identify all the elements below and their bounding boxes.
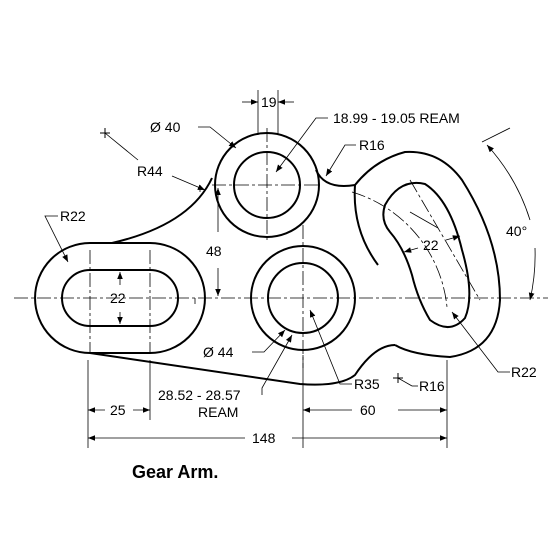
label-60: 60 [360, 402, 376, 418]
label-ream-top: 18.99 - 19.05 REAM [333, 110, 460, 126]
part-outline [34, 132, 501, 386]
center-lines [14, 128, 548, 368]
cross-marks [100, 128, 403, 383]
label-48: 48 [206, 243, 222, 259]
dimension-labels: Ø 40 19 18.99 - 19.05 REAM R16 R44 R22 4… [60, 94, 537, 446]
label-r22-left: R22 [60, 208, 86, 224]
label-width19: 19 [261, 94, 277, 110]
label-dia44: Ø 44 [203, 344, 234, 360]
label-ream-center-2: REAM [198, 404, 238, 420]
label-r44: R44 [137, 163, 163, 179]
figure-caption: Gear Arm. [132, 462, 219, 482]
label-148: 148 [252, 430, 276, 446]
label-22-arc: 22 [423, 237, 439, 253]
label-r22-right: R22 [511, 364, 537, 380]
label-angle40: 40° [506, 223, 527, 239]
label-25: 25 [110, 402, 126, 418]
label-r35: R35 [354, 376, 380, 392]
label-r16-bottom: R16 [419, 378, 445, 394]
label-r16-top: R16 [359, 137, 385, 153]
label-dia40: Ø 40 [150, 119, 181, 135]
label-ream-center-1: 28.52 - 28.57 [158, 387, 241, 403]
dimension-lines [88, 99, 536, 441]
leader-lines [44, 117, 510, 395]
label-22-slot: 22 [110, 290, 126, 306]
